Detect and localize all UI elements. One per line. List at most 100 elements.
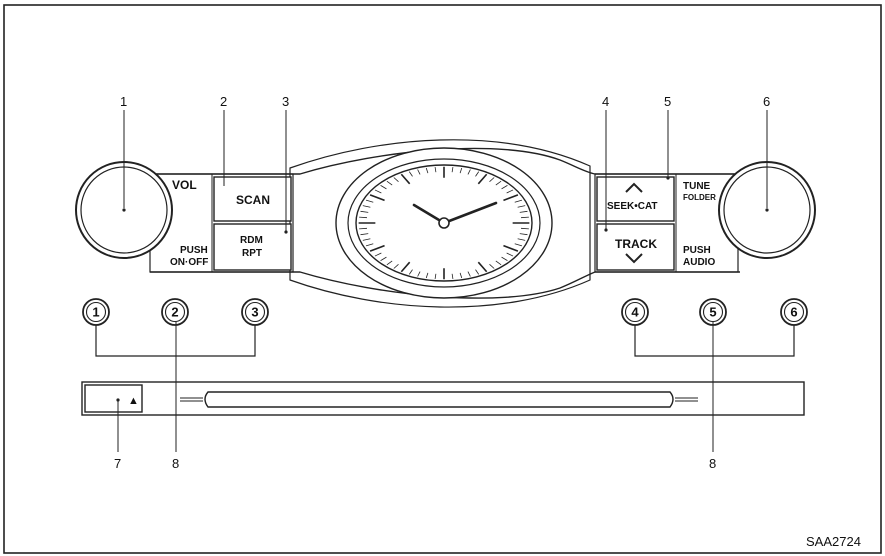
clock-tick: [369, 244, 385, 252]
preset-button-label: 1: [92, 305, 99, 320]
leader-5-dot: [666, 176, 670, 180]
clock-tick: [400, 261, 411, 273]
rdm-rpt-button[interactable]: [213, 223, 292, 271]
clock-tick: [393, 263, 399, 269]
preset-button-4[interactable]: 4: [621, 298, 649, 326]
preset-buttons: 1 2 3 4 5 6: [82, 298, 808, 326]
clock-tick: [425, 272, 429, 279]
clock-tick: [467, 271, 471, 277]
on-off-label: ON·OFF: [170, 257, 208, 268]
preset-button-6[interactable]: 6: [780, 298, 808, 326]
preset-button-inner-ring: [85, 301, 107, 323]
clock-tick: [489, 177, 495, 183]
callout-2: 2: [220, 94, 227, 109]
clock-tick: [417, 271, 421, 277]
preset-button-2[interactable]: 2: [161, 298, 189, 326]
clock-tick: [506, 189, 514, 194]
clock-tick: [477, 173, 488, 185]
clock-tick: [520, 227, 529, 230]
leader-3-dot: [284, 230, 288, 234]
leader-4-dot: [604, 228, 608, 232]
clock-tick: [514, 199, 523, 203]
clock-tick: [501, 185, 508, 190]
volume-knob-dot: [122, 208, 126, 212]
clock-tick: [477, 261, 488, 273]
clock-tick: [359, 216, 368, 219]
right-preset-bracket: [634, 325, 795, 357]
clock-tick: [501, 256, 508, 261]
clock-tick: [362, 205, 371, 208]
clock-tick: [517, 205, 526, 208]
clock-tick: [365, 243, 374, 247]
preset-button-inner-ring: [783, 301, 805, 323]
preset-button-label: 2: [171, 305, 178, 320]
clock-tick: [475, 171, 480, 177]
clock-tick: [393, 177, 399, 183]
clock-minute-hand: [442, 201, 498, 225]
seek-cat-button[interactable]: [596, 176, 675, 222]
figure-code: SAA2724: [806, 534, 861, 549]
callout-5: 5: [664, 94, 671, 109]
clock-tick: [434, 273, 437, 280]
tune-label: TUNE: [683, 181, 711, 192]
clock-tick: [380, 256, 387, 261]
clock-tick: [520, 216, 529, 219]
seek-cat-label: SEEK•CAT: [607, 201, 658, 212]
clock-tick: [359, 227, 368, 230]
preset-button-label: 4: [631, 305, 639, 320]
scan-button[interactable]: [213, 176, 292, 222]
seek-up-chevron-icon: [625, 182, 643, 193]
clock-tick: [459, 272, 463, 279]
clock-tick: [495, 180, 502, 186]
track-down-chevron-icon: [625, 253, 643, 264]
callout-3: 3: [282, 94, 289, 109]
clock-tick: [495, 260, 502, 266]
clock-tick: [380, 185, 387, 190]
clock-tick: [451, 273, 454, 280]
clock-tick: [459, 167, 463, 174]
rpt-label: RPT: [242, 248, 262, 259]
audio-label: AUDIO: [683, 257, 715, 268]
clock-ticks: [358, 166, 530, 280]
clock-bezel-inner: [347, 158, 541, 288]
clock-tick: [506, 252, 514, 257]
eject-button[interactable]: [84, 384, 143, 413]
preset-button-3[interactable]: 3: [241, 298, 269, 326]
clock-tick: [451, 166, 454, 173]
clock-tick: [386, 180, 393, 186]
callout-1: 1: [120, 94, 127, 109]
rdm-label: RDM: [240, 235, 263, 246]
clock-tick: [400, 173, 411, 185]
eject-icon: ▲: [128, 395, 139, 407]
track-label: TRACK: [615, 237, 657, 251]
leader-lines: [117, 110, 768, 452]
leader-7-dot: [116, 398, 120, 402]
callout-7: 7: [114, 456, 121, 471]
faceplate-outline: [150, 147, 740, 299]
clock-tick: [365, 199, 374, 203]
clock-tick: [360, 233, 369, 236]
clock-tick: [408, 171, 413, 177]
tune-knob-dot: [765, 208, 769, 212]
callout-4: 4: [602, 94, 609, 109]
preset-button-1[interactable]: 1: [82, 298, 110, 326]
preset-button-label: 3: [251, 305, 258, 320]
clock-tick: [362, 238, 371, 241]
preset-button-label: 6: [790, 305, 797, 320]
clock-tick: [369, 194, 385, 202]
clock-hour-hand: [412, 203, 446, 225]
clock-tick: [467, 169, 471, 175]
clock-center: [438, 217, 450, 229]
scan-label: SCAN: [236, 193, 270, 207]
clock-tick: [417, 169, 421, 175]
preset-button-5[interactable]: 5: [699, 298, 727, 326]
cd-slot[interactable]: [204, 391, 674, 408]
track-button[interactable]: [596, 223, 675, 271]
vol-label: VOL: [172, 178, 197, 192]
clock-tick: [503, 194, 519, 202]
clock-tick: [475, 269, 480, 275]
faceplate-inner-outline: [289, 139, 591, 308]
preset-button-label: 5: [709, 305, 716, 320]
clock-tick: [489, 263, 495, 269]
